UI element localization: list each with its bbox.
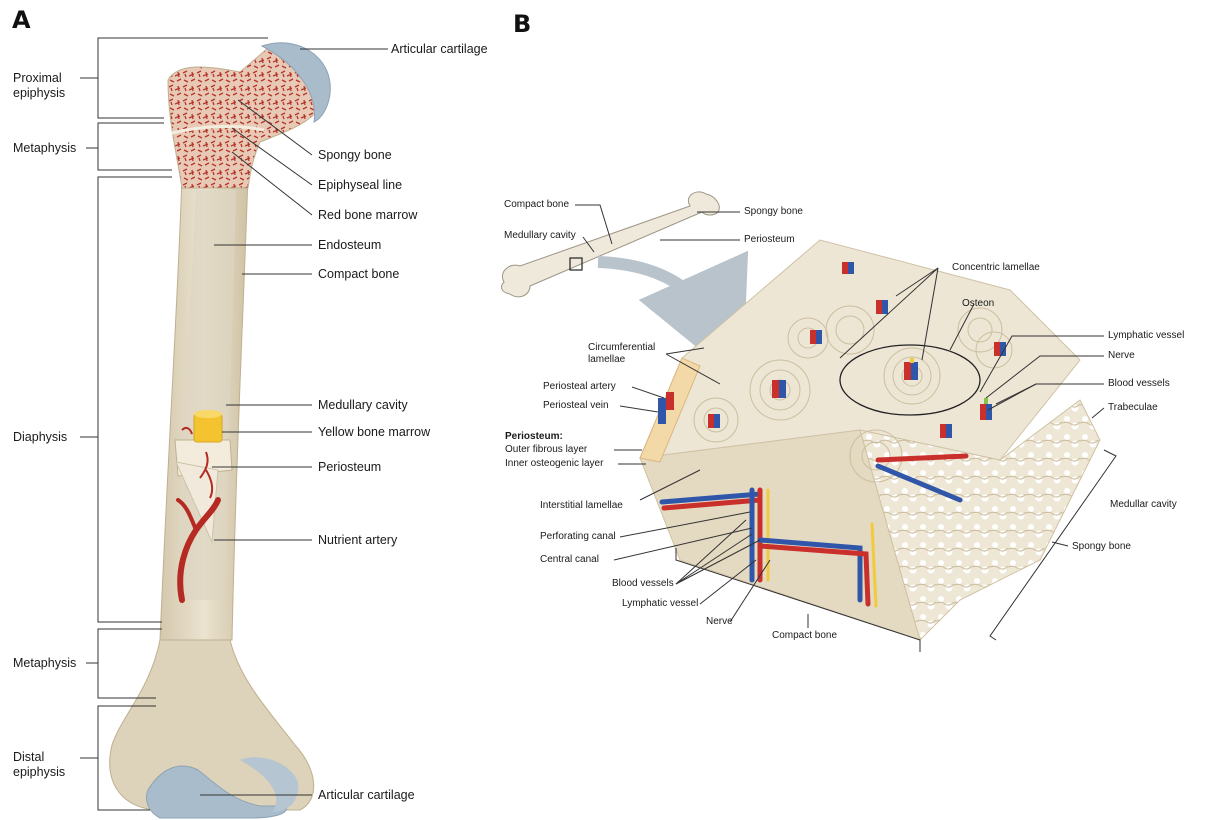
b-label-spongy-bone-top: Spongy bone bbox=[744, 206, 803, 218]
b-label-lymphatic-vessel-right: Lymphatic vessel bbox=[1108, 330, 1184, 342]
label-articular-cartilage-bottom: Articular cartilage bbox=[318, 788, 415, 803]
label-diaphysis: Diaphysis bbox=[13, 430, 67, 445]
label-red-bone-marrow: Red bone marrow bbox=[318, 208, 417, 223]
b-label-osteon: Osteon bbox=[962, 298, 994, 310]
b-label-periosteum-heading: Periosteum: bbox=[505, 431, 563, 443]
label-proximal-epiphysis: Proximal epiphysis bbox=[13, 71, 65, 101]
label-yellow-bone-marrow: Yellow bone marrow bbox=[318, 425, 430, 440]
panel-b-letter: B bbox=[513, 10, 531, 38]
b-label-perforating-canal: Perforating canal bbox=[540, 531, 616, 543]
b-label-periosteal-artery: Periosteal artery bbox=[543, 381, 616, 393]
b-label-lymphatic-vessel-bottom: Lymphatic vessel bbox=[622, 598, 698, 610]
b-label-circumferential-lamellae: Circumferential lamellae bbox=[588, 342, 655, 366]
label-metaphysis-top: Metaphysis bbox=[13, 141, 76, 156]
b-label-periosteal-vein: Periosteal vein bbox=[543, 400, 609, 412]
b-label-nerve-bottom: Nerve bbox=[706, 616, 733, 628]
label-metaphysis-bottom: Metaphysis bbox=[13, 656, 76, 671]
b-label-interstitial-lamellae: Interstitial lamellae bbox=[540, 500, 623, 512]
b-label-spongy-bone-right: Spongy bone bbox=[1072, 541, 1131, 553]
b-label-periosteum-top: Periosteum bbox=[744, 234, 795, 246]
b-label-concentric-lamellae: Concentric lamellae bbox=[952, 262, 1040, 274]
label-distal-epiphysis: Distal epiphysis bbox=[13, 750, 65, 780]
label-endosteum: Endosteum bbox=[318, 238, 381, 253]
label-compact-bone: Compact bone bbox=[318, 267, 399, 282]
b-label-inner-osteogenic-layer: Inner osteogenic layer bbox=[505, 458, 603, 470]
b-label-trabeculae: Trabeculae bbox=[1108, 402, 1158, 414]
label-nutrient-artery: Nutrient artery bbox=[318, 533, 397, 548]
b-label-nerve-right: Nerve bbox=[1108, 350, 1135, 362]
label-periosteum: Periosteum bbox=[318, 460, 381, 475]
panel-b-compact-bone-section bbox=[502, 192, 1116, 652]
b-label-compact-bone-bottom: Compact bone bbox=[772, 630, 837, 642]
zoom-arrow bbox=[598, 262, 718, 330]
label-epiphyseal-line: Epiphyseal line bbox=[318, 178, 402, 193]
b-label-outer-fibrous-layer: Outer fibrous layer bbox=[505, 444, 587, 456]
b-label-medullary-cavity: Medullary cavity bbox=[504, 230, 576, 242]
yellow-marrow-block bbox=[194, 414, 222, 442]
b-label-blood-vessels-right: Blood vessels bbox=[1108, 378, 1170, 390]
b-label-medullar-cavity: Medullar cavity bbox=[1110, 499, 1177, 511]
label-medullary-cavity: Medullary cavity bbox=[318, 398, 408, 413]
b-label-compact-bone-top: Compact bone bbox=[504, 199, 569, 211]
panel-a-letter: A bbox=[12, 6, 31, 34]
b-label-central-canal: Central canal bbox=[540, 554, 599, 566]
label-spongy-bone: Spongy bone bbox=[318, 148, 392, 163]
label-articular-cartilage-top: Articular cartilage bbox=[391, 42, 488, 57]
b-label-blood-vessels-bottom: Blood vessels bbox=[612, 578, 674, 590]
